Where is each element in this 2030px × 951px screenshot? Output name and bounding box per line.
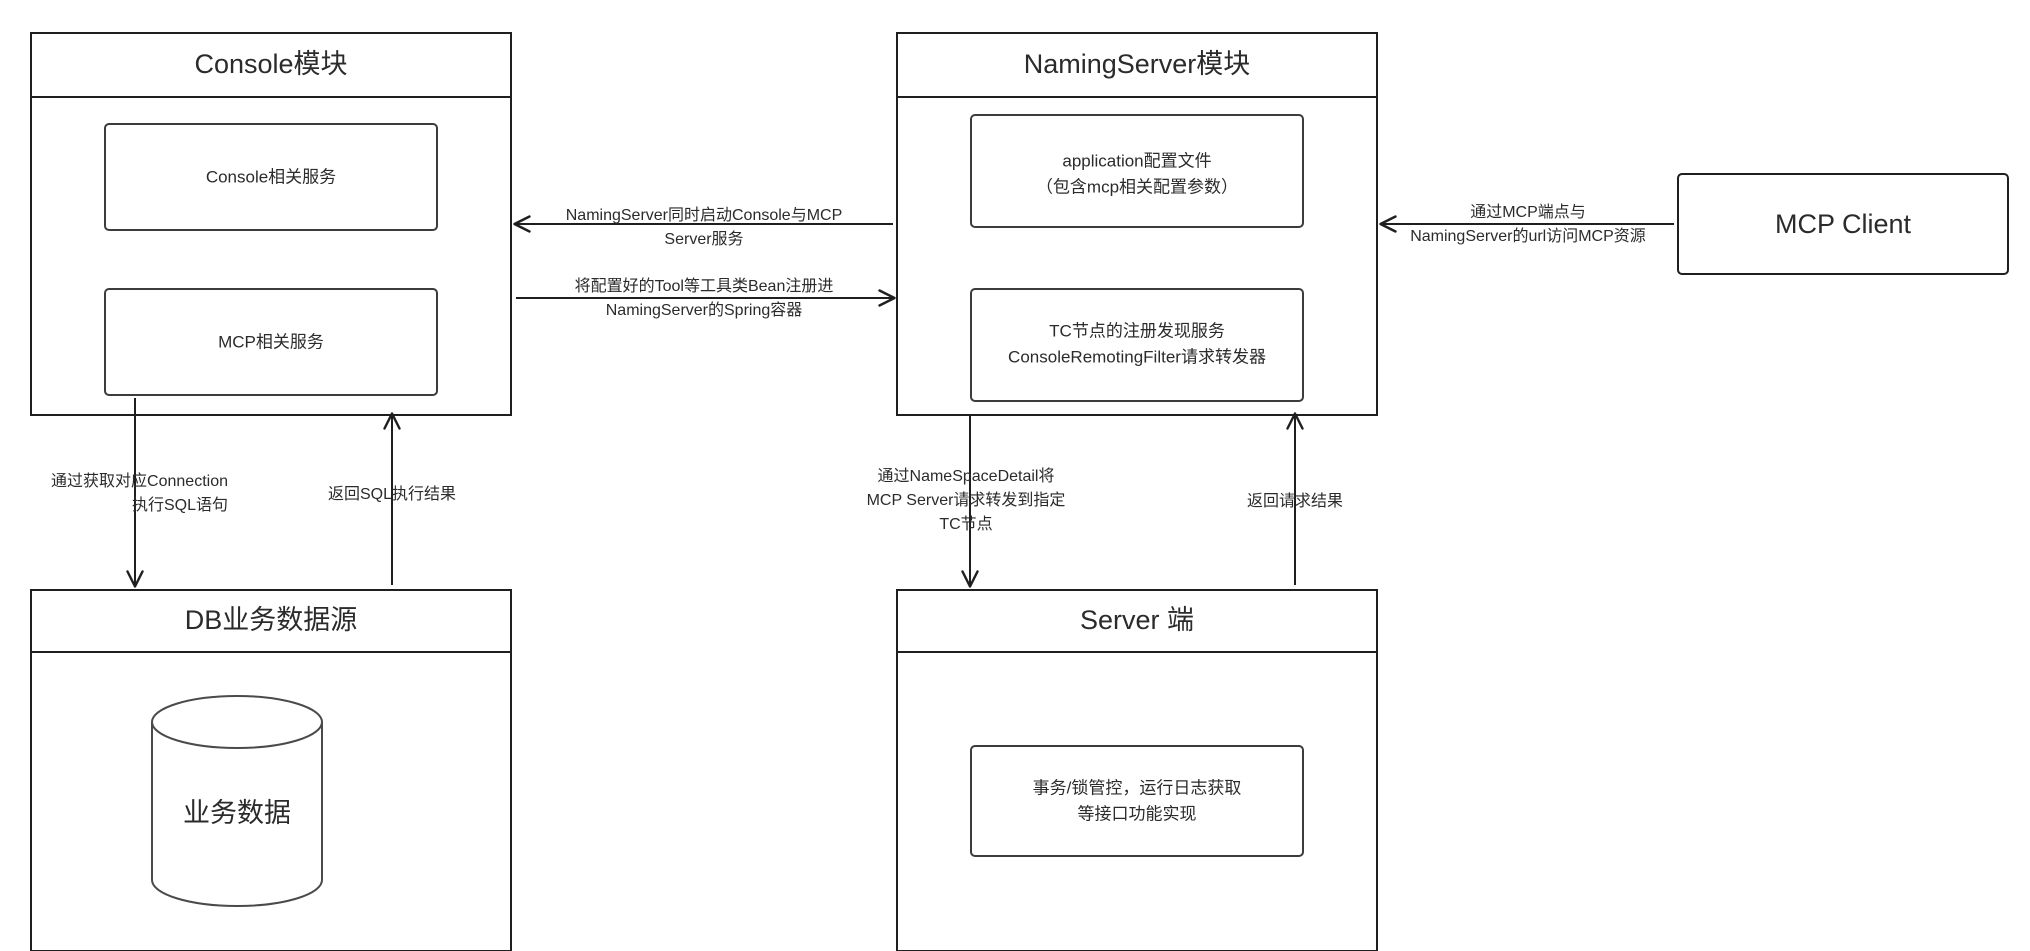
mcp-client-box[interactable] — [1677, 173, 2009, 275]
node-mcp-client[interactable]: MCP Client — [1677, 173, 2009, 275]
edge-naming-to-server-label-line2: MCP Server请求转发到指定 — [867, 491, 1066, 509]
server-feature-line1: 事务/锁管控，运行日志获取 — [1033, 778, 1242, 797]
console-service-label: Console相关服务 — [206, 167, 336, 186]
console-module-title: Console模块 — [194, 49, 347, 79]
mcp-service-label: MCP相关服务 — [218, 332, 324, 351]
edge-console-to-naming-label-line2: NamingServer的Spring容器 — [606, 301, 803, 319]
edge-console-to-db-label-line2: 执行SQL语句 — [132, 496, 228, 514]
edge-console-to-db: 通过获取对应Connection 执行SQL语句 — [51, 398, 228, 588]
edge-client-to-naming-label-line1: 通过MCP端点与 — [1470, 203, 1586, 221]
tc-registry-line1: TC节点的注册发现服务 — [1049, 321, 1225, 340]
server-feature-line2: 等接口功能实现 — [1078, 804, 1197, 823]
mcp-service-box[interactable] — [104, 288, 438, 396]
module-console[interactable]: Console模块 Console相关服务 MCP相关服务 — [30, 32, 512, 416]
edge-server-to-naming-label-line1: 返回请求结果 — [1247, 492, 1343, 510]
server-module-title: Server 端 — [1080, 605, 1194, 635]
naming-server-module-title: NamingServer模块 — [1024, 49, 1251, 79]
application-config-line2: （包含mcp相关配置参数） — [1036, 177, 1238, 196]
edge-server-to-naming: 返回请求结果 — [1247, 412, 1343, 585]
application-config-box[interactable] — [970, 114, 1304, 228]
module-db[interactable]: DB业务数据源 业务数据 — [30, 589, 512, 951]
edge-db-to-console-label-line1: 返回SQL执行结果 — [328, 485, 456, 503]
edge-console-to-naming: 将配置好的Tool等工具类Bean注册进 NamingServer的Spring… — [516, 277, 896, 319]
edge-naming-to-server-label-line1: 通过NameSpaceDetail将 — [878, 467, 1055, 485]
edge-naming-to-server: 通过NameSpaceDetail将 MCP Server请求转发到指定 TC节… — [867, 415, 1066, 588]
tc-registry-box[interactable] — [970, 288, 1304, 402]
database-cylinder-icon — [151, 695, 323, 907]
server-feature-box[interactable] — [970, 745, 1304, 857]
mcp-client-title: MCP Client — [1775, 209, 1912, 239]
application-config-line1: application配置文件 — [1062, 151, 1211, 170]
edge-console-to-naming-label-line1: 将配置好的Tool等工具类Bean注册进 — [575, 277, 834, 295]
cylinder-body — [151, 722, 323, 907]
edge-naming-to-console-label-line2: Server服务 — [664, 230, 743, 248]
db-cylinder-label: 业务数据 — [183, 798, 291, 828]
console-service-box[interactable] — [104, 123, 438, 231]
edge-client-to-naming-label-line2: NamingServer的url访问MCP资源 — [1410, 227, 1646, 245]
edge-naming-to-server-label-line3: TC节点 — [939, 515, 992, 533]
cylinder-top — [151, 695, 323, 749]
edge-naming-to-console: NamingServer同时启动Console与MCP Server服务 — [513, 206, 893, 248]
edge-client-to-naming: 通过MCP端点与 NamingServer的url访问MCP资源 — [1379, 203, 1674, 245]
edge-console-to-db-label-line1: 通过获取对应Connection — [51, 471, 228, 490]
edge-db-to-console: 返回SQL执行结果 — [328, 412, 456, 585]
tc-registry-line2: ConsoleRemotingFilter请求转发器 — [1008, 347, 1266, 366]
module-server[interactable]: Server 端 事务/锁管控，运行日志获取 等接口功能实现 — [896, 589, 1378, 951]
edge-naming-to-console-label-line1: NamingServer同时启动Console与MCP — [566, 206, 843, 224]
module-naming-server[interactable]: NamingServer模块 application配置文件 （包含mcp相关配… — [896, 32, 1378, 416]
db-module-title: DB业务数据源 — [185, 605, 358, 635]
